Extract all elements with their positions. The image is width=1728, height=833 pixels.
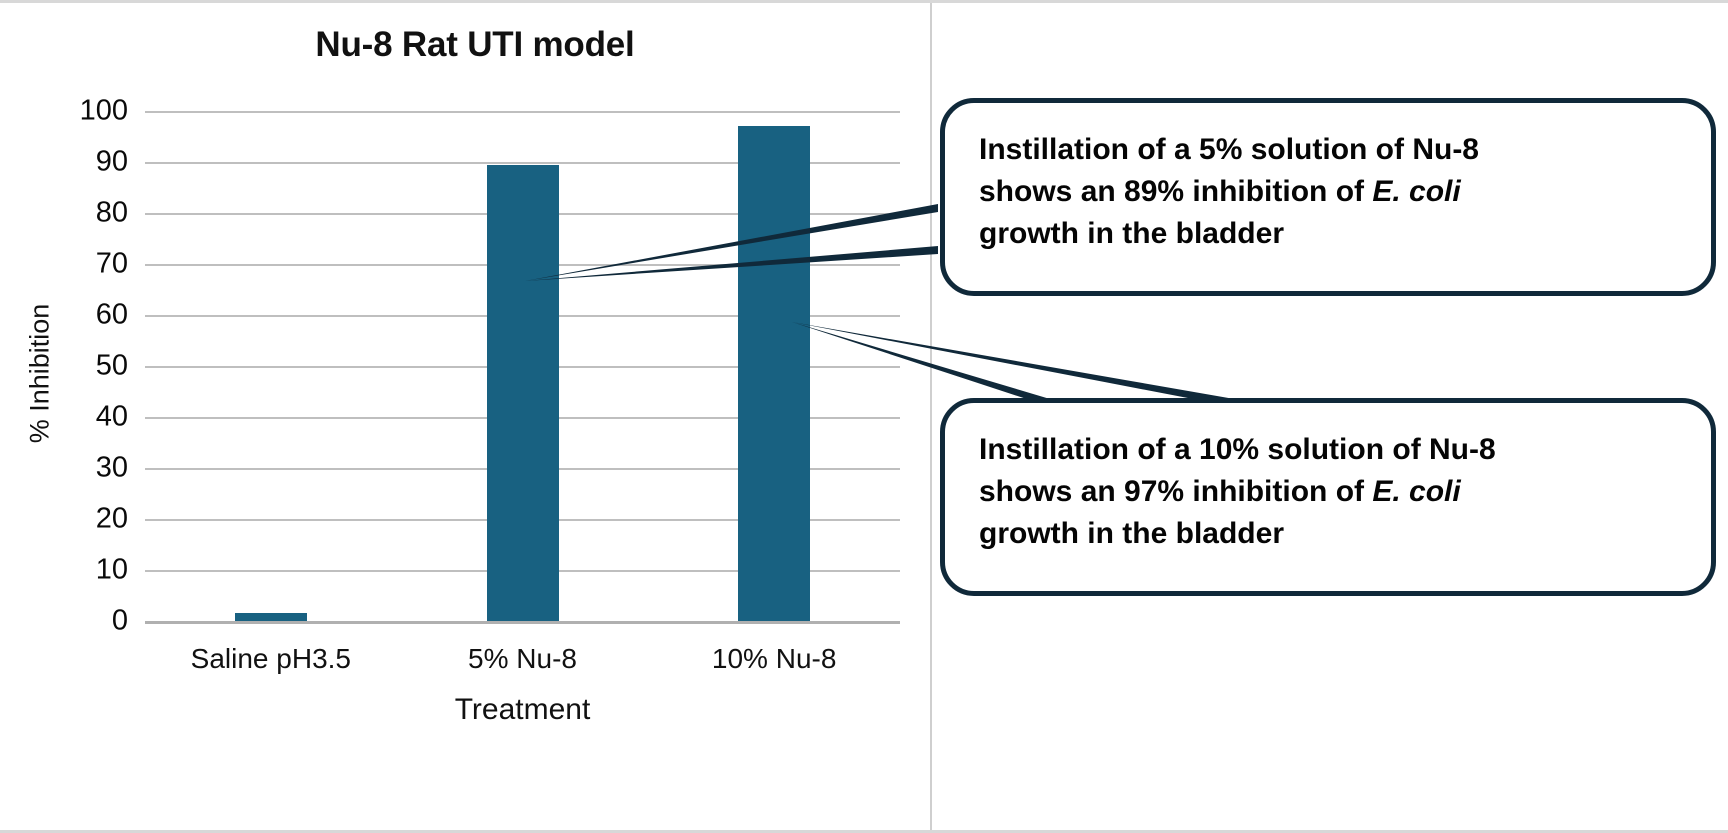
callout-5-line2-species: E. coli — [1372, 175, 1461, 208]
callout-10-percent[interactable]: Instillation of a 10% solution of Nu-8 s… — [940, 398, 1716, 596]
gridline — [145, 162, 900, 164]
x-axis-title: Treatment — [454, 693, 591, 726]
callout-5-line2-pre: shows an 89% inhibition of — [979, 175, 1373, 208]
y-tick-label: 100 — [79, 94, 128, 127]
callout-10-line2-pre: shows an 97% inhibition of — [979, 475, 1373, 508]
y-axis-ticks: 0 10 20 30 40 50 60 70 80 90 100 — [0, 95, 128, 637]
panel-divider — [930, 3, 932, 830]
callout-5-line3: growth in the bladder — [979, 217, 1284, 250]
callout-5-line1: Instillation of a 5% solution of Nu-8 — [979, 133, 1479, 166]
x-tick-label: 5% Nu-8 — [468, 643, 577, 674]
callout-10-percent-text: Instillation of a 10% solution of Nu-8 s… — [979, 429, 1681, 555]
y-tick-label: 80 — [95, 196, 128, 229]
chart-title: Nu-8 Rat UTI model — [315, 25, 635, 64]
page-edge-bottom — [0, 830, 1728, 833]
page-edge-top — [0, 0, 1728, 3]
x-tick-label: 10% Nu-8 — [711, 643, 837, 674]
y-tick-label: 40 — [95, 400, 128, 433]
y-tick-label: 60 — [95, 298, 128, 331]
y-tick-label: 20 — [95, 502, 128, 535]
callout-5-percent-text: Instillation of a 5% solution of Nu-8 sh… — [979, 129, 1681, 255]
callout-5-percent[interactable]: Instillation of a 5% solution of Nu-8 sh… — [940, 98, 1716, 296]
callout-10-line3: growth in the bladder — [979, 517, 1284, 550]
callout-10-line1: Instillation of a 10% solution of Nu-8 — [979, 433, 1496, 466]
x-tick-label: Saline pH3.5 — [190, 643, 351, 674]
x-axis-ticks: Saline pH3.5 5% Nu-8 10% Nu-8 — [145, 3, 900, 703]
y-tick-label: 10 — [95, 553, 128, 586]
gridline — [145, 111, 900, 113]
y-tick-label: 0 — [111, 604, 128, 637]
y-tick-label: 90 — [95, 145, 128, 178]
bar-saline-ph3-5[interactable] — [234, 613, 307, 621]
gridline — [145, 621, 900, 624]
y-tick-label: 30 — [95, 451, 128, 484]
y-tick-label: 70 — [95, 247, 128, 280]
callout-10-line2-species: E. coli — [1372, 475, 1461, 508]
y-tick-label: 50 — [95, 349, 128, 382]
